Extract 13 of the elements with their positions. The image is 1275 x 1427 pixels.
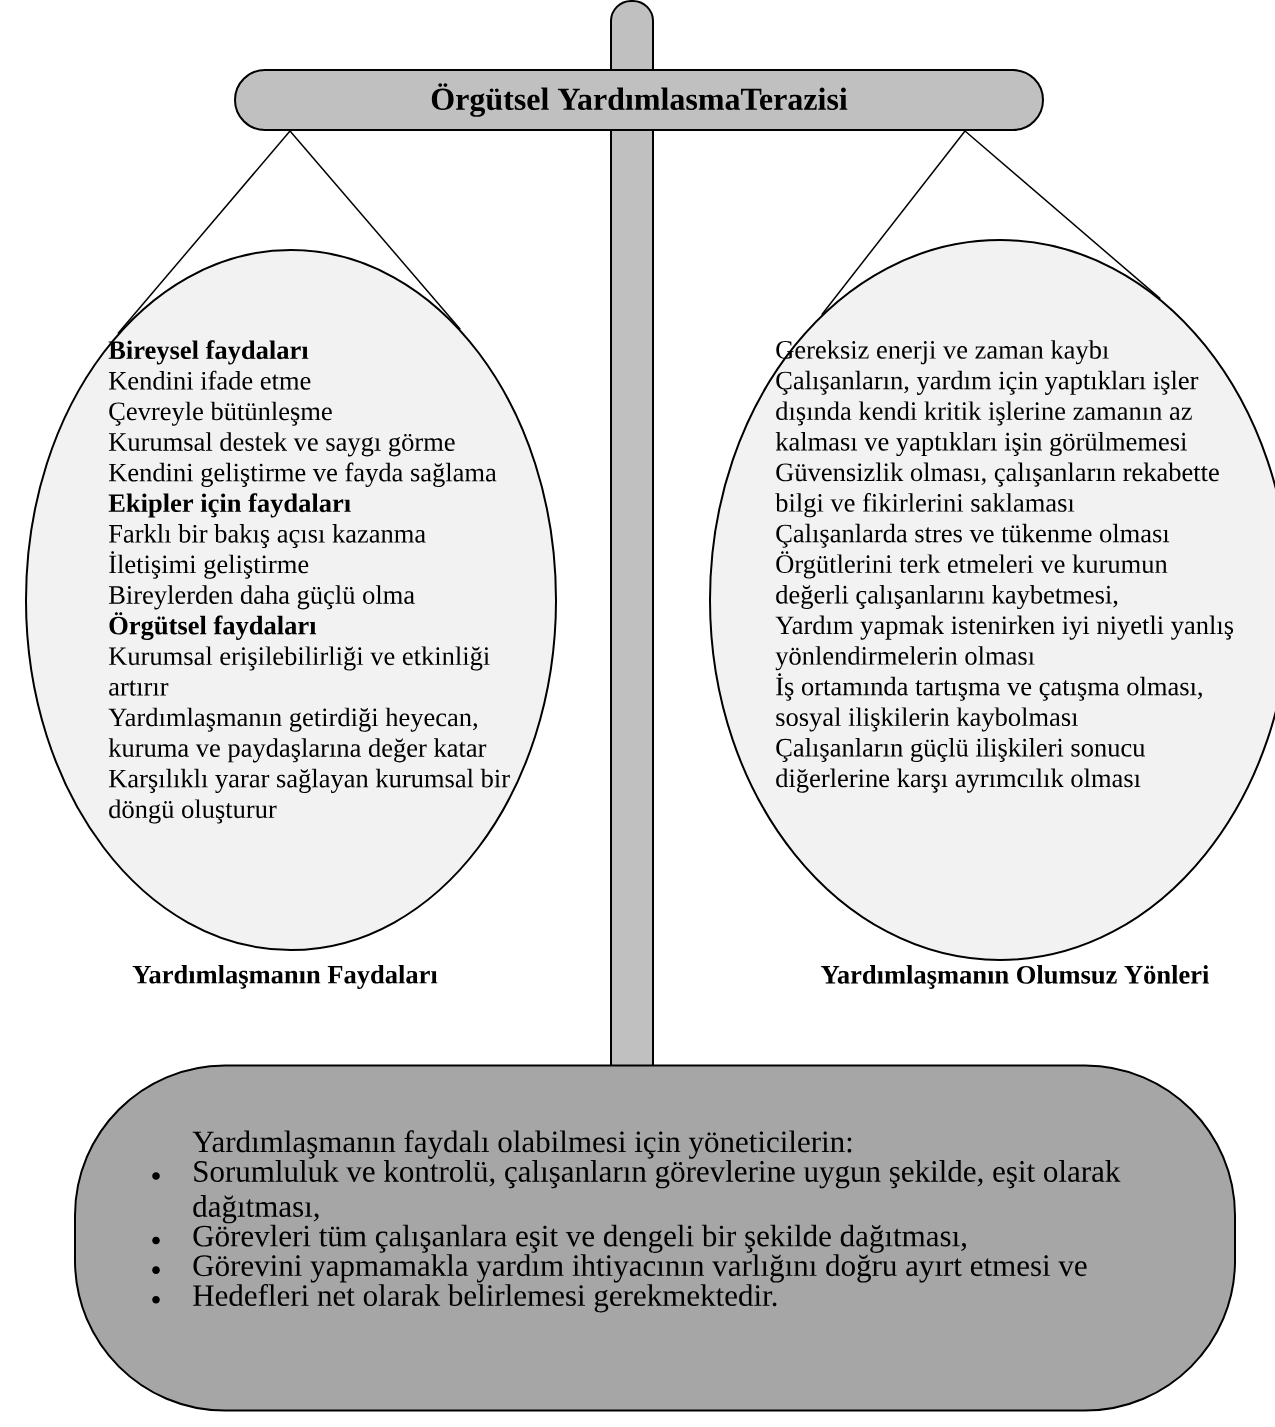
bullet-item: Görevini yapmamakla yardım ihtiyacının varlığını doğru ayırt etmesi ve	[193, 1254, 1087, 1283]
bullet-item: Görevleri tüm çalışanlara eşit ve dengeli bir şekilde dağıtması,	[193, 1224, 966, 1253]
title-pill: Örgütsel YardımlasmaTerazisi	[234, 69, 1044, 131]
hanger-line	[117, 130, 291, 335]
hanger-line	[820, 130, 966, 316]
bullet-item: Sorumluluk ve kontrolü, çalışanların görevlerine uygun şekilde, eşit olarak dağıtması,	[193, 1160, 1121, 1224]
oval-panel: Bireysel faydaları Kendini ifade etme Çevreyle bütünleşme Kurumsal destek ve saygı görme Kendini geliştirme ve fayda sağlama Ekipler için faydaları Farklı bir bakış açısı kazanma İletişimi geliştirme Bireylerden daha güçlü olma Örgütsel faydaları Kurumsal erişilebilirliği ve etkinliği artırır Yardımlaşmanın getirdiği heyecan, kuruma ve paydaşlarına değer katar Karşılıklı yarar sağlayan kurumsal bir döngü oluşturur	[25, 249, 557, 951]
bullet-item: Hedefleri net olarak belirlemesi gerekmektedir.	[193, 1283, 777, 1313]
pan-caption: Yardımlaşmanın Faydaları	[132, 964, 438, 990]
hanger-line	[289, 130, 461, 330]
intro-text: Yardımlaşmanın faydalı olabilmesi için yöneticilerin:	[192, 1130, 852, 1159]
hanger-line	[964, 130, 1161, 300]
pan-caption: Yardımlaşmanın Olumsuz Yönleri	[821, 965, 1209, 989]
